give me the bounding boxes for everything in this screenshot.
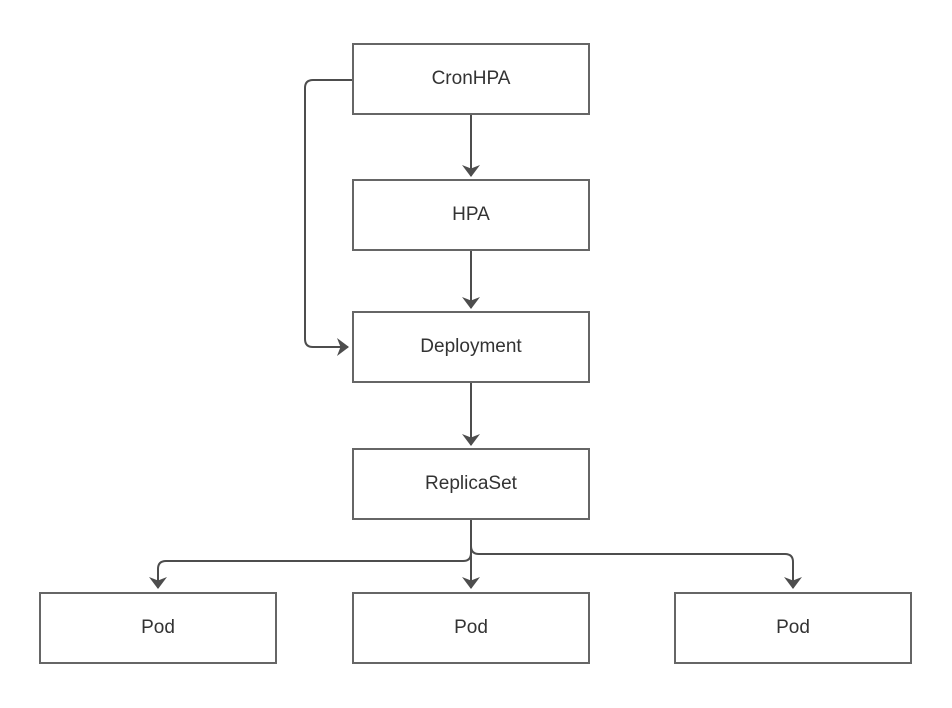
node-cronhpa: CronHPA xyxy=(352,43,590,115)
node-hpa-label: HPA xyxy=(452,204,490,225)
edge-replicaset-to-pod-1 xyxy=(149,520,472,589)
node-pod-3: Pod xyxy=(674,592,912,664)
node-hpa: HPA xyxy=(352,179,590,251)
edge-cronhpa-to-deployment xyxy=(304,79,352,356)
node-pod-2: Pod xyxy=(352,592,590,664)
node-pod-1-label: Pod xyxy=(141,617,175,638)
node-deployment-label: Deployment xyxy=(420,336,522,357)
node-pod-3-label: Pod xyxy=(776,617,810,638)
node-pod-1: Pod xyxy=(39,592,277,664)
node-replicaset: ReplicaSet xyxy=(352,448,590,520)
node-cronhpa-label: CronHPA xyxy=(431,68,511,89)
edge-replicaset-to-pod-3 xyxy=(470,520,802,589)
node-pod-2-label: Pod xyxy=(454,617,488,638)
node-deployment: Deployment xyxy=(352,311,590,383)
node-replicaset-label: ReplicaSet xyxy=(425,473,517,494)
